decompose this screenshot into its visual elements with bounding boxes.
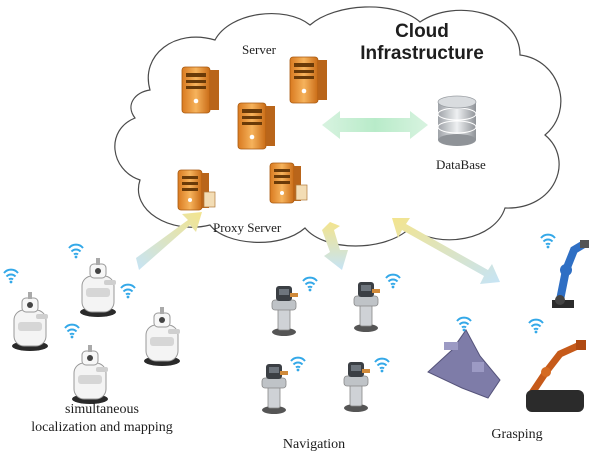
wifi-icon (120, 283, 136, 300)
server-icon (289, 56, 328, 104)
server-label: Server (242, 42, 276, 57)
navigation-link-arrow (322, 222, 348, 270)
robot-icon (79, 257, 117, 318)
slam-label: simultaneous localization and mapping (20, 402, 184, 436)
wifi-icon (64, 323, 80, 340)
robot-icon (261, 363, 289, 415)
robot-icon (143, 306, 181, 367)
robot-arm-icon (427, 329, 501, 399)
server-icon (181, 66, 220, 114)
wifi-icon (374, 357, 390, 374)
cloud-title-line2: Infrastructure (360, 43, 484, 64)
wifi-icon (3, 268, 19, 285)
server-icon (237, 102, 276, 150)
cloud-title-line1: Cloud (395, 21, 449, 42)
slam-label-line2: localization and mapping (31, 420, 173, 435)
database-label: DataBase (436, 157, 486, 172)
grasping-label: Grasping (491, 427, 543, 442)
wifi-icon (302, 276, 318, 293)
server-database-arrow (322, 111, 428, 139)
robot-arm-icon (552, 240, 589, 308)
wifi-icon (385, 273, 401, 290)
wifi-icon (456, 316, 472, 333)
robot-icon (71, 344, 109, 405)
proxy-server-label: Proxy Server (213, 220, 282, 235)
database-icon (437, 95, 477, 146)
wifi-icon (540, 233, 556, 250)
robot-icon (271, 285, 299, 337)
wifi-icon (68, 243, 84, 260)
grasping-link-arrow (392, 218, 500, 284)
robot-icon (11, 291, 49, 352)
robot-arm-icon (526, 340, 586, 412)
navigation-label: Navigation (282, 437, 346, 452)
wifi-icon (528, 318, 544, 335)
robot-icon (343, 361, 371, 413)
cloud-title: Cloud Infrastructure (357, 21, 487, 65)
wifi-icon (290, 356, 306, 373)
slam-label-line1: simultaneous (65, 402, 139, 417)
robot-icon (353, 281, 381, 333)
slam-link-arrow (136, 212, 202, 270)
